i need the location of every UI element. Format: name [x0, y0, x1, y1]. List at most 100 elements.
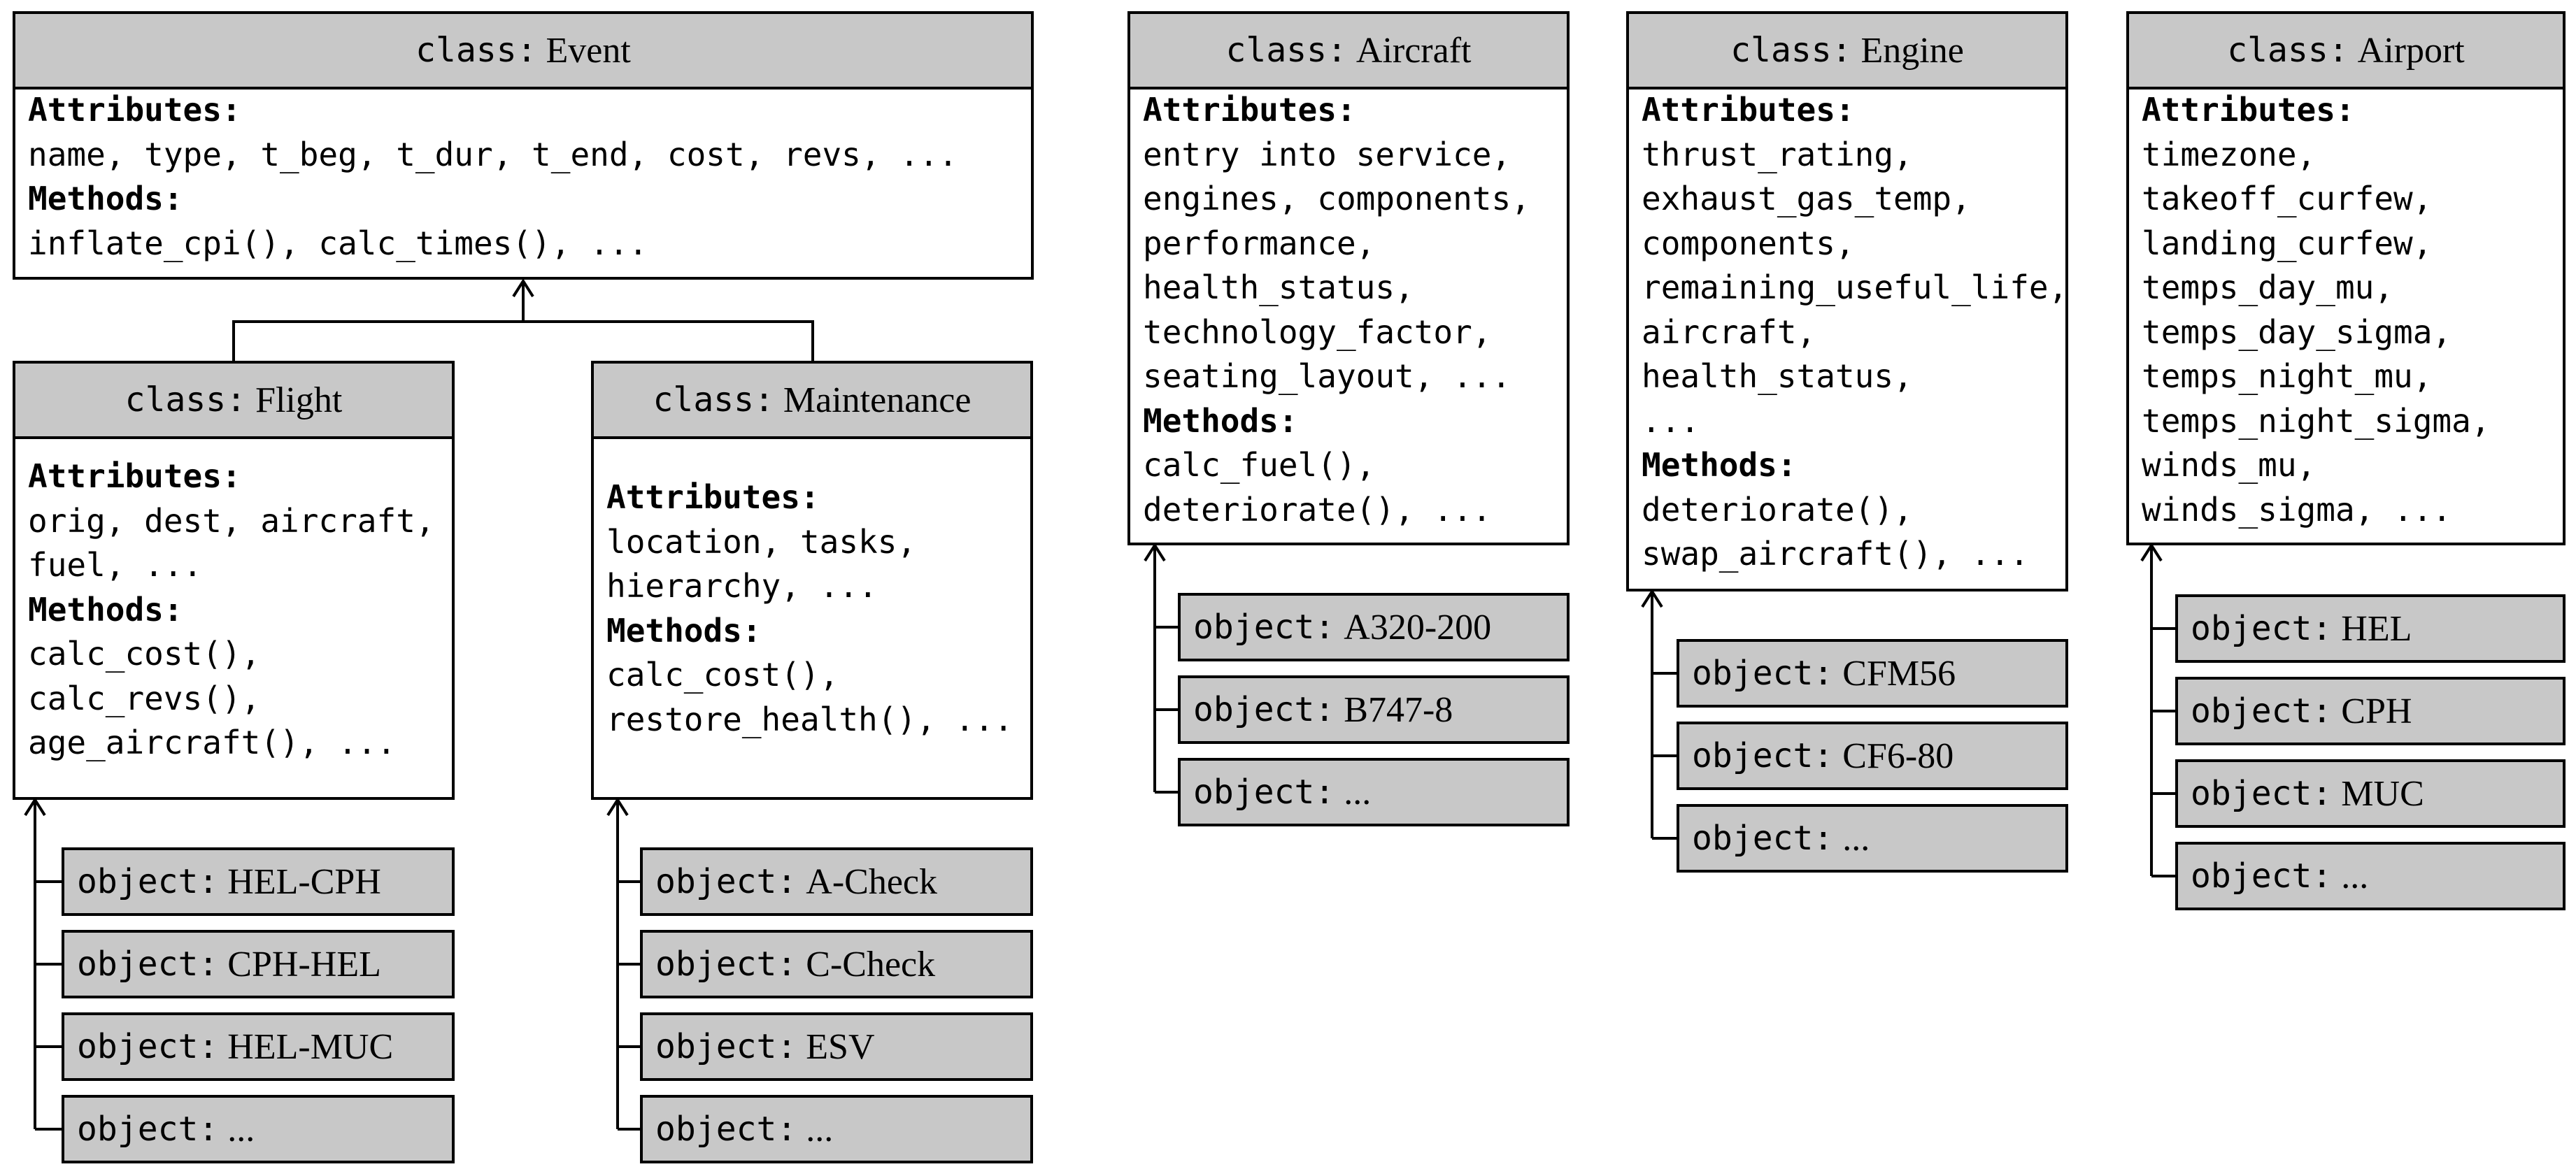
instance-branch	[2151, 627, 2175, 630]
methods-label: Methods:	[28, 590, 183, 629]
instance-connector-flight	[34, 803, 36, 1129]
class-name: Flight	[246, 380, 343, 420]
class-keyword: class:	[1225, 31, 1347, 70]
object-keyword: object:	[1692, 736, 1834, 775]
attribute-line: health_status,	[1143, 268, 1414, 306]
attributes-label: Attributes:	[2142, 91, 2355, 129]
object-name: CPH	[2332, 691, 2412, 731]
inheritance-leg-maintenance	[811, 320, 814, 361]
object-keyword: object:	[1193, 608, 1335, 647]
class-header-event: class: Event	[15, 14, 1031, 89]
object-name: ESV	[797, 1026, 875, 1067]
attribute-line: ...	[1642, 401, 1700, 440]
object-box-maintenance: object: C-Check	[640, 930, 1033, 998]
object-name: HEL	[2332, 608, 2412, 649]
object-name: ...	[1833, 818, 1870, 859]
attribute-line: performance,	[1143, 224, 1376, 262]
instance-branch	[2151, 710, 2175, 712]
method-line: inflate_cpi(), calc_times(), ...	[28, 224, 648, 262]
class-body-engine: Attributes:thrust_rating,exhaust_gas_tem…	[1642, 88, 2068, 577]
attribute-line: winds_mu,	[2142, 446, 2317, 484]
object-keyword: object:	[77, 945, 219, 984]
class-keyword: class:	[1730, 31, 1852, 70]
inheritance-bar	[232, 320, 814, 323]
instance-branch	[35, 963, 62, 966]
inheritance-stem	[522, 282, 525, 322]
object-keyword: object:	[77, 1027, 219, 1066]
object-keyword: object:	[2191, 609, 2333, 648]
class-body-airport: Attributes:timezone,takeoff_curfew,landi…	[2142, 88, 2491, 532]
attribute-line: remaining_useful_life,	[1642, 268, 2068, 306]
methods-label: Methods:	[1642, 446, 1797, 484]
instance-connector-maintenance	[616, 803, 619, 1129]
instance-arrow-engine	[1641, 590, 1663, 608]
attribute-line: temps_day_sigma,	[2142, 313, 2452, 351]
object-box-maintenance: object: ...	[640, 1095, 1033, 1163]
instance-arrow-aircraft	[1144, 544, 1166, 562]
object-box-flight: object: CPH-HEL	[62, 930, 455, 998]
method-line: restore_health(), ...	[606, 700, 1013, 738]
inheritance-leg-flight	[232, 320, 235, 361]
class-body-flight: Attributes: orig, dest, aircraft, fuel, ..…	[28, 454, 435, 766]
class-keyword: class:	[415, 31, 537, 70]
object-keyword: object:	[655, 945, 797, 984]
class-header-aircraft: class: Aircraft	[1130, 14, 1567, 89]
object-name: A-Check	[797, 861, 938, 902]
attribute-line: engines, components,	[1143, 180, 1530, 217]
object-keyword: object:	[2191, 856, 2333, 896]
attribute-line: takeoff_curfew,	[2142, 180, 2433, 217]
object-name: CFM56	[1833, 653, 1956, 694]
class-header-flight: class: Flight	[15, 364, 452, 439]
class-name: Airport	[2348, 30, 2465, 71]
object-name: HEL-CPH	[218, 861, 381, 902]
class-body-aircraft: Attributes:entry into service,engines, c…	[1143, 88, 1530, 532]
methods-label: Methods:	[28, 180, 183, 217]
object-name: MUC	[2332, 773, 2424, 814]
object-box-airport: object: MUC	[2175, 759, 2566, 828]
attribute-line: temps_night_mu,	[2142, 357, 2433, 395]
object-box-aircraft: object: ...	[1178, 758, 1570, 826]
attribute-line: orig, dest, aircraft,	[28, 501, 435, 540]
instance-branch	[1652, 837, 1677, 840]
attribute-line: timezone,	[2142, 135, 2317, 173]
object-box-airport: object: HEL	[2175, 594, 2566, 663]
attributes-label: Attributes:	[1642, 91, 1855, 129]
method-line: calc_cost(),	[606, 656, 839, 694]
object-keyword: object:	[2191, 691, 2333, 731]
attributes-label: Attributes:	[28, 457, 241, 495]
instance-branch	[2151, 792, 2175, 795]
attribute-line: winds_sigma, ...	[2142, 490, 2452, 529]
object-box-airport: object: ...	[2175, 842, 2566, 910]
instance-arrow-airport	[2140, 544, 2163, 562]
instance-branch	[618, 963, 640, 966]
methods-label: Methods:	[606, 611, 762, 650]
instance-branch	[35, 1045, 62, 1048]
object-keyword: object:	[655, 1027, 797, 1066]
object-box-flight: object: HEL-CPH	[62, 847, 455, 916]
attribute-line: components,	[1642, 224, 1855, 262]
instance-arrow-maintenance	[606, 798, 629, 817]
inheritance-arrow	[512, 280, 534, 298]
method-line: deteriorate(),	[1642, 490, 1913, 529]
attribute-line: fuel, ...	[28, 546, 203, 584]
instance-branch	[1652, 754, 1677, 757]
object-name: ...	[797, 1109, 834, 1149]
instance-branch	[618, 880, 640, 883]
attributes-label: Attributes:	[606, 478, 820, 516]
methods-label: Methods:	[1143, 401, 1298, 440]
class-header-maintenance: class: Maintenance	[594, 364, 1030, 439]
object-box-flight: object: ...	[62, 1095, 455, 1163]
method-line: age_aircraft(), ...	[28, 724, 397, 761]
object-name: HEL-MUC	[218, 1026, 394, 1067]
object-keyword: object:	[655, 862, 797, 901]
class-keyword: class:	[2227, 31, 2349, 70]
attribute-line: name, type, t_beg, t_dur, t_end, cost, r…	[28, 135, 958, 173]
method-line: swap_aircraft(), ...	[1642, 535, 2029, 573]
attribute-line: temps_day_mu,	[2142, 268, 2394, 306]
instance-connector-engine	[1651, 594, 1653, 838]
object-name: CF6-80	[1833, 736, 1954, 776]
